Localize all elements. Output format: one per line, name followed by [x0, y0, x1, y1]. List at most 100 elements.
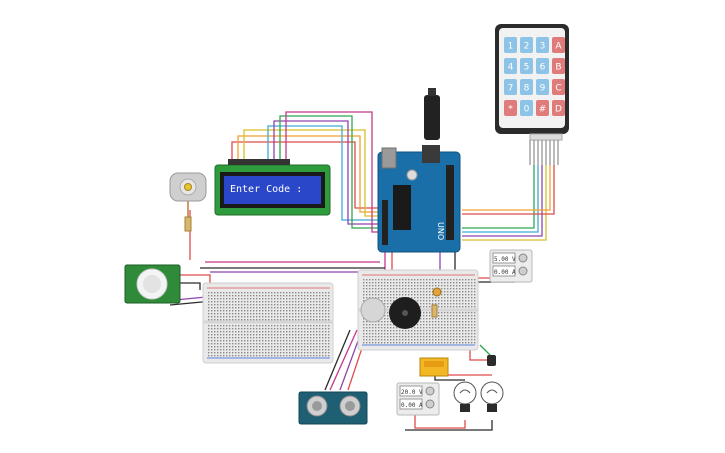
breadboard-hole [256, 346, 258, 348]
breadboard-hole [453, 282, 455, 284]
breadboard-hole [226, 331, 228, 333]
breadboard-hole [208, 304, 210, 306]
breadboard-hole [307, 346, 309, 348]
breadboard-hole [462, 300, 464, 302]
breadboard-hole [271, 334, 273, 336]
breadboard-hole [319, 319, 321, 321]
breadboard-hole [459, 330, 461, 332]
breadboard-hole [211, 292, 213, 294]
breadboard-hole [319, 355, 321, 357]
breadboard-hole [399, 282, 401, 284]
breadboard-hole [375, 294, 377, 296]
breadboard-hole [435, 282, 437, 284]
breadboard-hole [417, 336, 419, 338]
breadboard-hole [426, 327, 428, 329]
breadboard-hole [408, 336, 410, 338]
breadboard-hole [456, 288, 458, 290]
breadboard-hole [396, 288, 398, 290]
breadboard-hole [226, 352, 228, 354]
breadboard-hole [444, 294, 446, 296]
breadboard-hole [462, 336, 464, 338]
breadboard-hole [384, 285, 386, 287]
breadboard-hole [423, 336, 425, 338]
breadboard-hole [405, 279, 407, 281]
breadboard-hole [265, 304, 267, 306]
breadboard-hole [456, 333, 458, 335]
breadboard-hole [411, 282, 413, 284]
breadboard-hole [417, 282, 419, 284]
breadboard-hole [435, 300, 437, 302]
breadboard-hole [444, 291, 446, 293]
breadboard-hole [274, 313, 276, 315]
breadboard-hole [471, 315, 473, 317]
breadboard-hole [307, 331, 309, 333]
breadboard-hole [229, 295, 231, 297]
breadboard-hole [420, 282, 422, 284]
breadboard-hole [250, 313, 252, 315]
keypad-key [504, 79, 517, 95]
breadboard-hole [322, 337, 324, 339]
breadboard-hole [456, 282, 458, 284]
breadboard-hole [420, 285, 422, 287]
breadboard-hole [313, 319, 315, 321]
breadboard-hole [238, 349, 240, 351]
breadboard-hole [238, 301, 240, 303]
breadboard-hole [435, 324, 437, 326]
breadboard-hole [208, 295, 210, 297]
breadboard-hole [232, 349, 234, 351]
breadboard-hole [241, 298, 243, 300]
breadboard-hole [241, 349, 243, 351]
breadboard-hole [229, 298, 231, 300]
breadboard-hole [295, 301, 297, 303]
breadboard-hole [474, 336, 476, 338]
breadboard-hole [420, 297, 422, 299]
breadboard-hole [259, 346, 261, 348]
breadboard-hole [429, 312, 431, 314]
breadboard-hole [253, 325, 255, 327]
breadboard-hole [286, 337, 288, 339]
breadboard-hole [447, 333, 449, 335]
breadboard-hole [262, 325, 264, 327]
breadboard-hole [399, 288, 401, 290]
breadboard-hole [292, 316, 294, 318]
breadboard-hole [268, 355, 270, 357]
breadboard-hole [226, 301, 228, 303]
breadboard-hole [250, 334, 252, 336]
light-bulb-2 [480, 381, 504, 412]
breadboard-hole [426, 306, 428, 308]
breadboard-hole [420, 291, 422, 293]
breadboard-hole [375, 327, 377, 329]
breadboard-hole [411, 294, 413, 296]
breadboard-hole [435, 336, 437, 338]
breadboard-hole [378, 342, 380, 344]
breadboard-hole [444, 297, 446, 299]
breadboard-hole [229, 331, 231, 333]
breadboard-hole [420, 279, 422, 281]
breadboard-hole [429, 282, 431, 284]
breadboard-hole [235, 328, 237, 330]
breadboard-hole [384, 318, 386, 320]
breadboard-hole [423, 330, 425, 332]
breadboard-hole [220, 316, 222, 318]
breadboard-hole [319, 343, 321, 345]
breadboard-hole [208, 355, 210, 357]
breadboard-hole [229, 313, 231, 315]
breadboard-hole [214, 334, 216, 336]
breadboard-hole [301, 292, 303, 294]
breadboard-hole [247, 334, 249, 336]
breadboard-hole [316, 301, 318, 303]
breadboard-hole [220, 325, 222, 327]
breadboard-hole [468, 285, 470, 287]
potentiometer [431, 287, 442, 318]
breadboard-hole [381, 279, 383, 281]
breadboard-hole [310, 313, 312, 315]
breadboard-hole [220, 301, 222, 303]
breadboard-hole [301, 301, 303, 303]
breadboard-hole [232, 343, 234, 345]
breadboard-hole [280, 301, 282, 303]
breadboard-hole [238, 343, 240, 345]
breadboard-hole [217, 307, 219, 309]
breadboard-hole [375, 285, 377, 287]
breadboard-hole [369, 330, 371, 332]
breadboard-hole [363, 330, 365, 332]
